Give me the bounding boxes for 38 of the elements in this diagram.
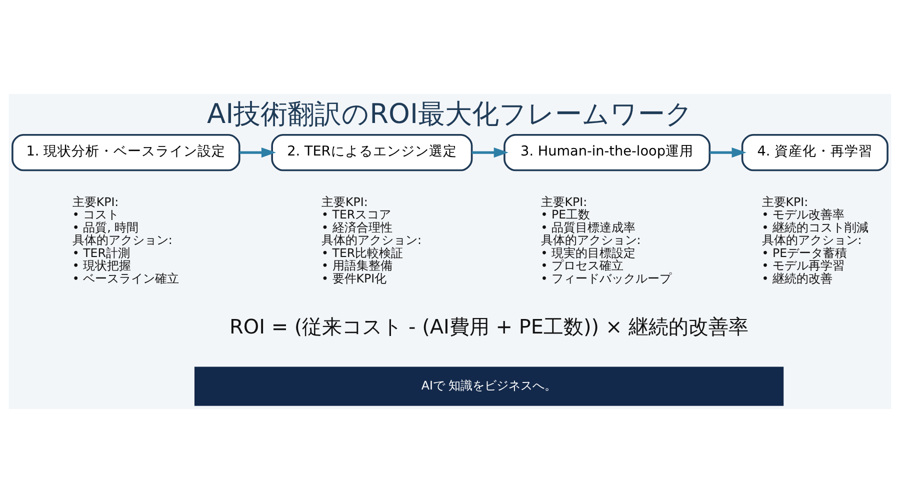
- node-label: 主要KPI:: [322, 194, 368, 209]
- node-label: 具体的アクション:: [322, 232, 422, 247]
- node-label: • TER比較検証: [322, 245, 404, 260]
- diagram-title: AI技術翻訳のROI最大化フレームワーク: [206, 98, 694, 130]
- node-label: • 現状把握: [72, 258, 132, 272]
- label: AIで 知識をビジネスへ。: [421, 378, 557, 392]
- arrow: [240, 146, 276, 158]
- node-label: • フィードバックループ: [540, 270, 672, 285]
- node-box: 2. TERによるエンジン選定: [271, 133, 473, 171]
- node-label: • 要件KPI化: [322, 270, 387, 285]
- node-label: • TER計測: [72, 245, 130, 260]
- node-label: • TERスコア: [322, 207, 392, 222]
- node-label: • ベースライン確立: [72, 270, 180, 285]
- arrow: [710, 146, 746, 158]
- node-label: • コスト: [72, 207, 120, 222]
- node-label: • プロセス確立: [540, 258, 624, 272]
- node-box: 4. 資産化・再学習: [741, 133, 888, 171]
- node-label: • 経済合理性: [322, 220, 392, 234]
- node-label: 主要KPI:: [540, 194, 588, 209]
- node-label: • 現実的目標設定: [540, 245, 636, 260]
- node-label: • PE工数: [540, 207, 590, 222]
- node-label: • PEデータ蓄積: [762, 245, 848, 260]
- arrow: [472, 146, 508, 158]
- node-label: • モデル再学習: [762, 258, 845, 272]
- node-box: 3. Human-in-the-loop運用: [504, 133, 711, 171]
- node-label: • 継続的コスト削減: [762, 220, 869, 234]
- node-label: 具体的アクション:: [540, 232, 641, 247]
- node-label: 具体的アクション:: [762, 232, 862, 247]
- node-label: • 品質目標達成率: [540, 220, 636, 234]
- node-label: 主要KPI:: [762, 194, 808, 209]
- node-label: 具体的アクション:: [72, 232, 172, 247]
- node-box: 1. 現状分析・ベースライン設定: [12, 133, 240, 171]
- node-label: • 継続的改善: [762, 270, 833, 285]
- node-label: 主要KPI:: [72, 194, 119, 209]
- node-label: • 用語集整備: [322, 258, 392, 272]
- node-label: • 品質, 時間: [72, 220, 139, 234]
- node-label: • モデル改善率: [762, 207, 845, 222]
- label: ROI = (従来コスト - (AI費用 + PE工数)) × 継続的改善率: [230, 314, 749, 338]
